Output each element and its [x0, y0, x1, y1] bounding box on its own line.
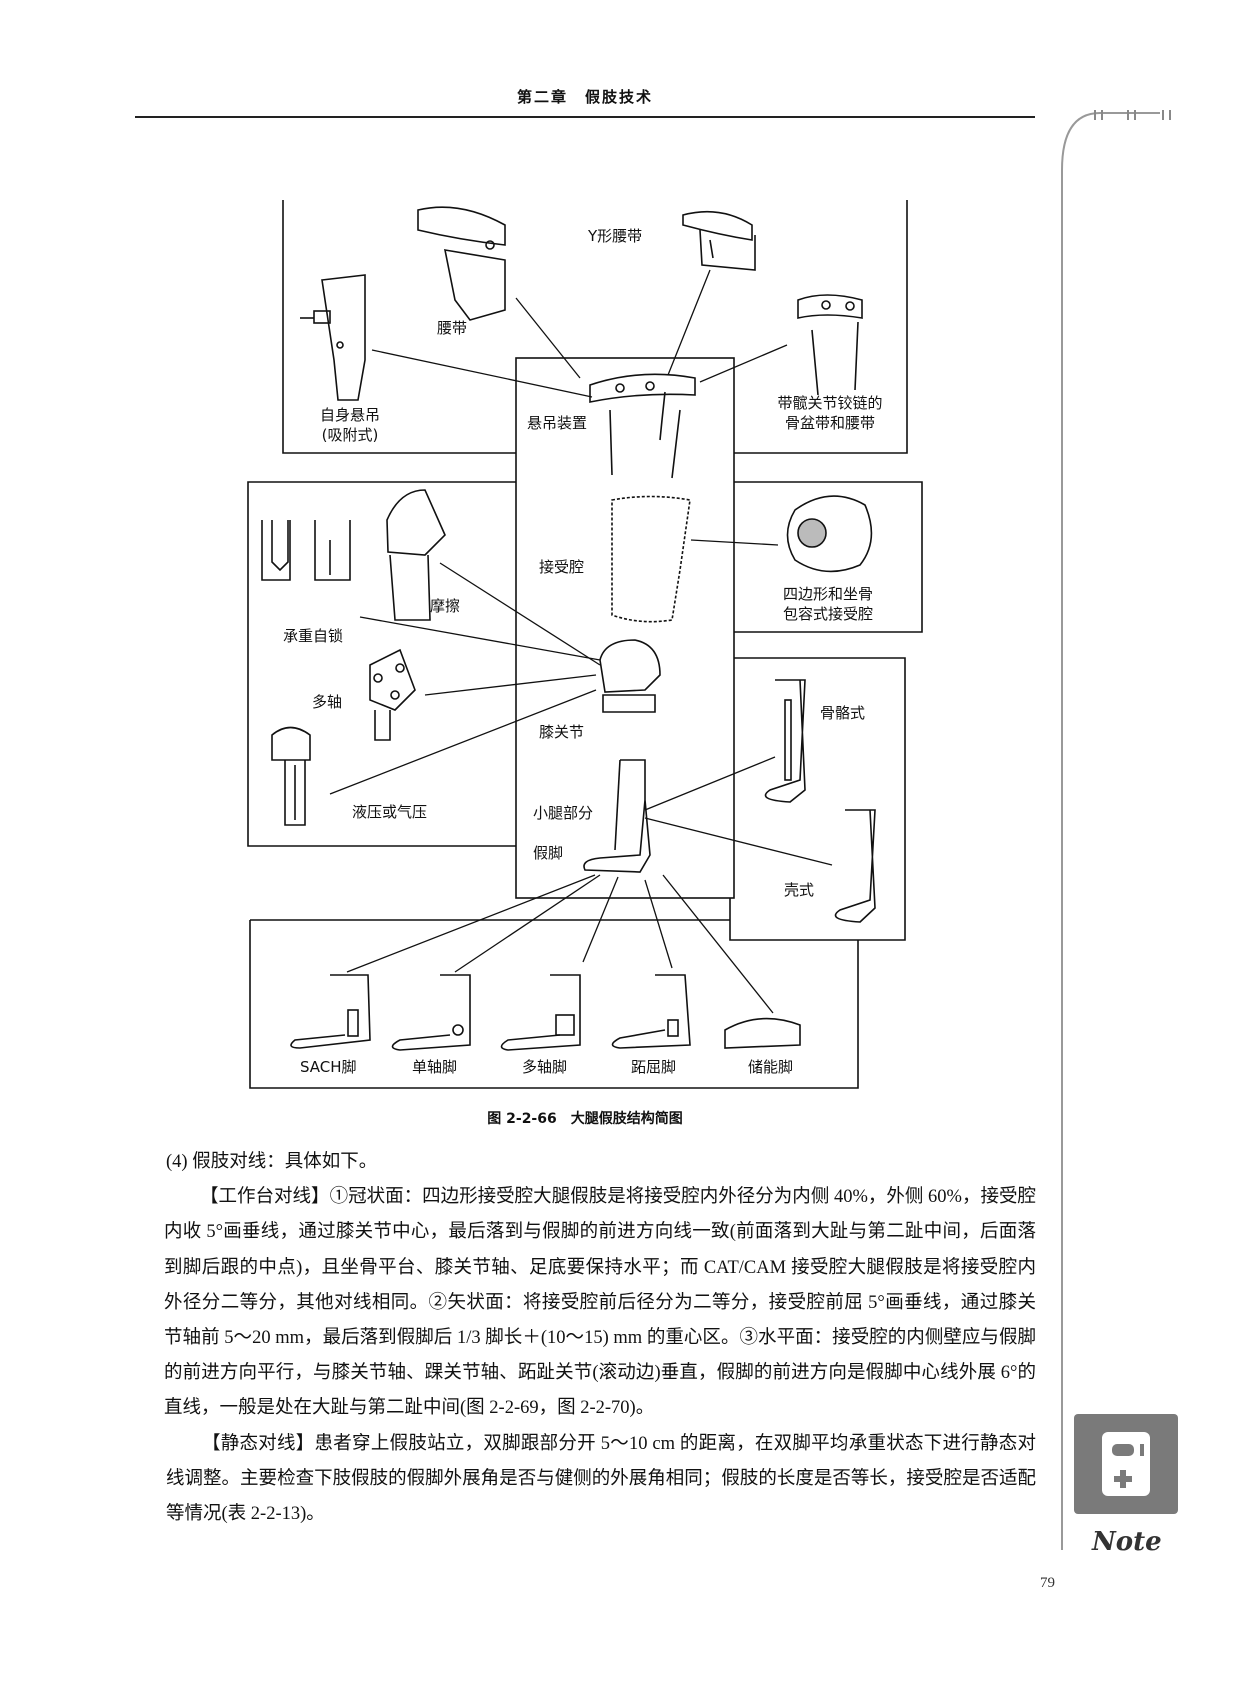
- label-sach-foot: SACH脚: [300, 1058, 357, 1076]
- suspension-frame: [282, 200, 908, 454]
- note-icon: [1074, 1414, 1178, 1514]
- bench-alignment-heading: 【工作台对线】: [200, 1187, 330, 1208]
- label-friction: 摩擦: [430, 597, 461, 615]
- label-hydraulic: 液压或气压: [352, 803, 428, 821]
- paragraph-bench-alignment: 【工作台对线】①冠状面：四边形接受腔大腿假肢是将接受腔内外径分为内侧 40%，外…: [164, 1187, 1036, 1419]
- suspension-device-sketch: [589, 373, 696, 479]
- static-alignment-heading: 【静态对线】: [202, 1433, 315, 1454]
- chapter-header: 第二章 假肢技术: [516, 88, 653, 106]
- paragraph-static-alignment: 【静态对线】患者穿上假肢站立，双脚跟部分开 5～10 cm 的距离，在双脚平均承…: [166, 1433, 1036, 1525]
- thigh-prosthesis-diagram: [247, 200, 923, 1089]
- note-label: Note: [1092, 1527, 1162, 1557]
- exoskeletal-shank-sketch: [834, 809, 876, 923]
- label-weight-lock: 承重自锁: [283, 627, 344, 645]
- energy-foot-sketch: [724, 1017, 801, 1049]
- friction-knee-sketch: [386, 489, 446, 621]
- body-text: (4) 假肢对线：具体如下。 【工作台对线】①冠状面：四边形接受腔大腿假肢是将接…: [164, 1145, 1036, 1532]
- y-belt-sketch: [682, 210, 756, 271]
- label-y-belt: Y形腰带: [588, 227, 643, 245]
- label-shank: 小腿部分: [533, 804, 594, 822]
- label-knee-joint: 膝关节: [539, 723, 585, 741]
- label-single-axis-foot: 单轴脚: [412, 1058, 458, 1076]
- label-energy-foot: 储能脚: [748, 1058, 794, 1076]
- label-pelvic-belt: 带髋关节铰链的骨盆带和腰带: [777, 394, 883, 432]
- weight-lock-knee-sketch: [261, 520, 351, 581]
- label-polycentric: 多轴: [312, 693, 343, 711]
- page-number: 79: [1040, 1575, 1055, 1591]
- label-waist-belt: 腰带: [437, 319, 468, 337]
- label-suspension-device: 悬吊装置: [527, 414, 588, 432]
- hydraulic-knee-sketch: [271, 726, 311, 826]
- waist-belt-sketch: [417, 206, 506, 321]
- quad-socket-sketch: [786, 495, 873, 573]
- multi-axis-foot-sketch: [500, 974, 581, 1051]
- self-suspension-sketch: [300, 274, 366, 401]
- sach-foot-sketch: [290, 974, 371, 1049]
- socket-sketch: [611, 495, 691, 623]
- single-axis-foot-sketch: [391, 974, 471, 1051]
- socket-frame: [734, 481, 923, 633]
- side-margin-decoration: [1061, 110, 1171, 1550]
- knee-types-frame: [247, 481, 516, 847]
- knee-joint-sketch: [599, 639, 661, 713]
- polycentric-knee-sketch: [369, 648, 416, 741]
- toe-flex-foot-sketch: [611, 974, 691, 1049]
- label-self-suspension: 自身悬吊(吸附式): [319, 406, 380, 444]
- center-column-frame: [515, 357, 735, 899]
- label-quad-socket: 四边形和坐骨包容式接受腔: [782, 585, 873, 623]
- label-toe-flex-foot: 跖屈脚: [631, 1058, 677, 1076]
- endoskeletal-shank-sketch: [764, 679, 806, 803]
- pelvic-belt-sketch: [797, 294, 863, 396]
- label-endoskeletal: 骨骼式: [820, 704, 866, 722]
- paragraph-alignment-intro: (4) 假肢对线：具体如下。: [166, 1152, 378, 1172]
- label-foot: 假脚: [533, 844, 564, 862]
- label-socket: 接受腔: [539, 558, 585, 576]
- label-multi-axis-foot: 多轴脚: [522, 1058, 568, 1076]
- figure-caption: 图 2-2-66 大腿假肢结构简图: [487, 1111, 683, 1127]
- shank-types-frame: [729, 657, 906, 941]
- header-rule: [135, 116, 1035, 118]
- label-exoskeletal: 壳式: [784, 881, 815, 899]
- foot-types-frame: [249, 919, 859, 1089]
- shank-foot-sketch: [583, 759, 651, 873]
